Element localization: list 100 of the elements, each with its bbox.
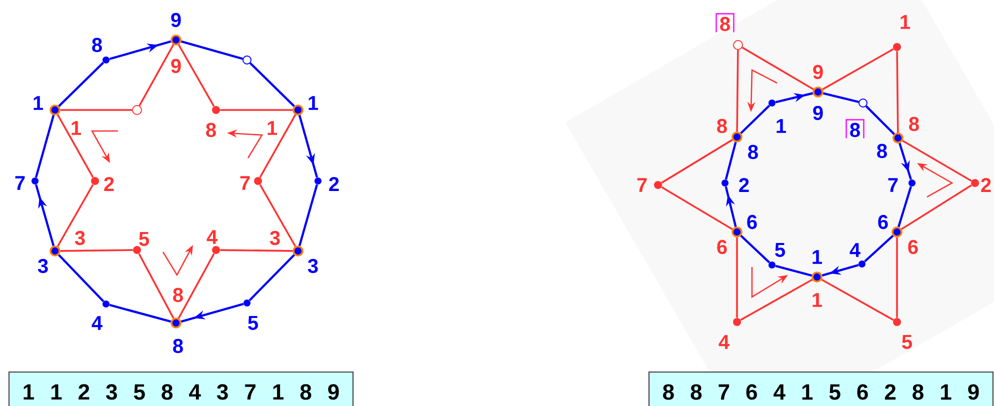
vertex-dot (102, 56, 110, 64)
vertex-number: 9 (171, 12, 181, 28)
vertex-dot (132, 105, 142, 115)
vertex-dot (50, 246, 60, 256)
connecting-line (248, 254, 296, 302)
connecting-line (896, 237, 898, 318)
connecting-line (56, 184, 94, 247)
connecting-line (138, 44, 174, 106)
connecting-line (740, 278, 813, 321)
connecting-line (736, 50, 739, 132)
vertex-number: 8 (173, 338, 183, 354)
connecting-line (742, 46, 814, 90)
boxed-number: 8 (716, 13, 734, 32)
vertex-dot (858, 260, 866, 268)
vertex-number: 4 (850, 243, 860, 257)
connecting-line (56, 114, 94, 178)
vertex-dot (732, 226, 742, 238)
vertex-dot (722, 180, 728, 186)
connecting-line (775, 264, 812, 277)
vertex-number: 1 (900, 15, 910, 29)
boxed-number: 8 (846, 119, 864, 138)
vertex-number: 3 (74, 230, 85, 246)
vertex-number: 1 (812, 293, 822, 307)
connecting-line (298, 184, 318, 246)
connecting-line (864, 234, 894, 262)
vertex-number: 4 (206, 230, 218, 244)
vertex-number: 3 (38, 258, 48, 274)
arrow (822, 264, 859, 277)
vertex-number: 3 (308, 258, 318, 274)
connecting-line (220, 109, 293, 111)
number-strip: 8 8 7 6 4 1 5 6 2 8 1 9 (648, 371, 994, 406)
vertex-dot (892, 132, 904, 144)
vertex-number: 6 (878, 214, 888, 230)
vertex-number: 2 (739, 178, 749, 192)
arrow (724, 186, 737, 227)
vertex-dot (812, 86, 824, 98)
vertex-number: 5 (775, 243, 785, 257)
vertex-number: 5 (139, 232, 150, 246)
connecting-line (902, 140, 972, 182)
vertex-number: 6 (717, 240, 727, 254)
vertex-dot (254, 177, 262, 185)
vertex-number: 8 (206, 122, 216, 138)
number-strip: 1 1 2 3 5 8 4 3 7 1 8 9 (8, 371, 354, 406)
vertex-number: 1 (34, 96, 44, 110)
vertex-number: 6 (747, 214, 757, 230)
connecting-line (822, 48, 894, 90)
vertex-dot (292, 104, 304, 116)
connecting-line (821, 278, 894, 321)
connecting-line (898, 186, 912, 228)
vertex-number: 4 (92, 316, 102, 330)
arrow (775, 92, 813, 104)
vertex-number: 6 (908, 240, 918, 254)
connecting-line (724, 142, 737, 180)
connecting-line (220, 249, 293, 252)
vertex-number: 1 (72, 121, 82, 135)
connecting-line (865, 105, 895, 135)
vertex-number: 1 (308, 96, 318, 110)
vertex-dot (893, 43, 901, 51)
vertex-number: 5 (902, 335, 912, 349)
vertex-dot (170, 318, 182, 328)
connecting-line (740, 234, 770, 264)
connecting-line (180, 40, 243, 60)
vertex-dot (892, 226, 902, 238)
connecting-line (259, 184, 296, 247)
vertex-dot (242, 56, 252, 64)
connecting-line (736, 237, 738, 318)
vertex-dot (133, 246, 141, 254)
connecting-line (249, 62, 295, 107)
vertex-dot (212, 246, 220, 254)
vertex-number: 7 (637, 178, 647, 192)
vertex-dot (812, 272, 822, 282)
vertex-number: 9 (813, 64, 823, 80)
vertex-number: 7 (240, 176, 250, 190)
vertex-dot (244, 300, 250, 306)
vertex-number: 8 (748, 144, 758, 160)
connecting-line (822, 92, 859, 103)
vertex-dot (170, 34, 182, 46)
vertex-dot (893, 318, 901, 326)
vertex-number: 9 (813, 106, 823, 120)
vertex-number: 1 (268, 121, 278, 135)
vertex-dot (971, 179, 979, 187)
vertex-number: 2 (329, 177, 339, 191)
vertex-dot (102, 300, 110, 308)
arrow (298, 114, 318, 178)
vertex-number: 2 (981, 178, 991, 192)
vertex-dot (654, 181, 662, 189)
arrow (898, 142, 912, 180)
vertex-number: 1 (776, 119, 786, 133)
vertex-number: 1 (812, 250, 822, 264)
vertex-number: 8 (173, 288, 183, 302)
connecting-line (60, 249, 133, 252)
vertex-dot (314, 178, 322, 184)
connecting-line (259, 114, 296, 178)
vertex-number: 3 (270, 230, 280, 246)
arrow (34, 184, 55, 246)
vertex-number: 2 (104, 177, 114, 191)
vertex-number: 8 (92, 38, 102, 52)
connecting-line (138, 253, 174, 319)
connecting-line (901, 184, 972, 230)
vertex-number: 8 (877, 144, 887, 158)
